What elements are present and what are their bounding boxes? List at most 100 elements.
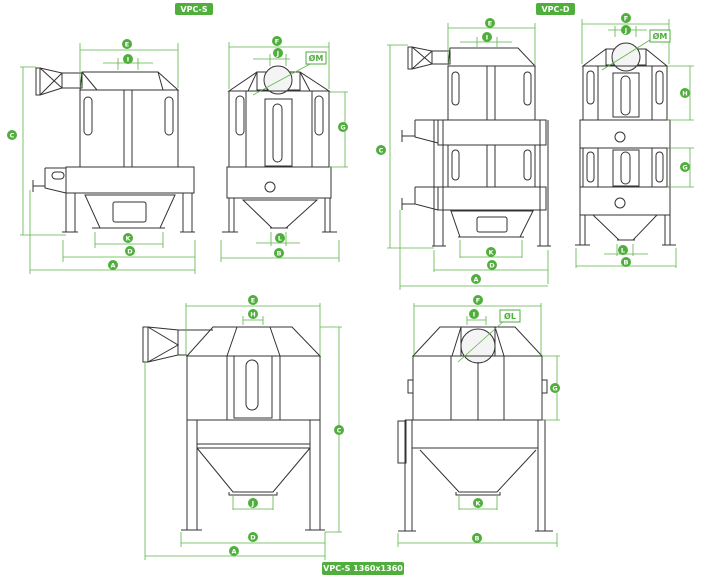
dimension-label-vpc-1360-side-h: H (248, 309, 258, 319)
dimension-label-vpc-d-side-c: C (376, 145, 386, 155)
label-text: G (340, 124, 345, 132)
dimension-label-vpc-d-front-b: B (621, 257, 631, 267)
dimension-label-vpc-d-side-e: E (485, 18, 495, 28)
label-text: F (624, 15, 628, 23)
label-text: D (489, 262, 495, 270)
label-circle (621, 25, 631, 35)
dimension-label-vpc-1360-side-d: D (248, 532, 258, 542)
dimension-label-vpc-s-front-g: G (338, 122, 348, 132)
label-text: H (682, 90, 687, 98)
label-text: K (475, 500, 481, 508)
dimension-label-vpc-s-side-d: D (125, 246, 135, 256)
label-text: H (250, 311, 255, 319)
dimension-label-vpc-1360-front-k: K (473, 498, 483, 508)
label-text: ØM (309, 53, 324, 63)
label-text: K (488, 249, 494, 257)
dimension-label-vpc-d-side-i: I (482, 32, 492, 42)
label-text: J (624, 27, 627, 35)
label-circle (469, 309, 479, 319)
dimension-label-vpc-d-front-f: F (621, 13, 631, 23)
label-circle (680, 88, 690, 98)
label-text: A (231, 548, 236, 556)
vpc-d-front-view (575, 19, 694, 268)
label-text: F (275, 38, 279, 46)
label-text: E (251, 297, 255, 305)
label-text: ØL (504, 311, 516, 321)
title-badge-vpc-s-1360: VPC-S 1360x1360 (322, 562, 404, 575)
label-circle (334, 425, 344, 435)
label-text: C (379, 147, 384, 155)
dimension-label-vpc-1360-front-i: I (469, 309, 479, 319)
label-circle (621, 13, 631, 23)
dimension-label-vpc-d-side-d: D (487, 260, 497, 270)
label-box (305, 51, 327, 65)
vpc-s-side-view (20, 43, 196, 274)
title-vpc-s-1360: VPC-S 1360x1360 (323, 564, 403, 573)
label-text: I (486, 34, 488, 42)
label-text: A (473, 276, 478, 284)
label-text: I (127, 56, 129, 64)
label-circle (272, 36, 282, 46)
label-circle (471, 274, 481, 284)
label-text: A (110, 262, 115, 270)
label-text: B (475, 535, 480, 543)
label-circle (680, 162, 690, 172)
label-text: G (682, 164, 687, 172)
label-text: K (125, 235, 131, 243)
vpc-d-side-view (387, 23, 551, 290)
label-circle (485, 18, 495, 28)
label-box (649, 29, 671, 43)
label-circle (550, 383, 560, 393)
label-circle (472, 533, 482, 543)
label-text: C (337, 427, 342, 435)
dimension-label-vpc-d-front-h: H (680, 88, 690, 98)
dimension-label-vpc-d-side-a: A (471, 274, 481, 284)
dimension-label-vpc-1360-side-j: J (248, 498, 258, 508)
label-circle (482, 32, 492, 42)
label-text: D (250, 534, 256, 542)
label-text: D (127, 248, 133, 256)
diameter-label: ØM (305, 51, 327, 65)
dimension-label-vpc-1360-front-b: B (472, 533, 482, 543)
vpc-s-1360-front-view (397, 303, 560, 547)
label-circle (473, 295, 483, 305)
label-circle (618, 245, 628, 255)
dimension-label-vpc-s-front-f: F (272, 36, 282, 46)
title-badge-vpc-s: VPC-S (175, 3, 213, 15)
label-circle (248, 532, 258, 542)
label-circle (274, 248, 284, 258)
label-text: C (10, 132, 15, 140)
dimension-label-vpc-s-front-b: B (274, 248, 284, 258)
dimension-label-vpc-1360-side-e: E (248, 295, 258, 305)
dimension-label-vpc-1360-side-c: C (334, 425, 344, 435)
dimension-label-vpc-s-side-c: C (7, 130, 17, 140)
label-circle (123, 54, 133, 64)
label-circle (122, 39, 132, 49)
label-text: B (277, 250, 282, 258)
label-circle (248, 309, 258, 319)
diameter-label: ØL (499, 309, 521, 323)
dimension-label-vpc-s-side-i: I (123, 54, 133, 64)
title-vpc-s: VPC-S (180, 5, 207, 14)
dimension-label-vpc-1360-front-f: F (473, 295, 483, 305)
label-circle (376, 145, 386, 155)
label-circle (248, 295, 258, 305)
label-text: G (552, 385, 557, 393)
label-text: L (278, 235, 282, 243)
label-circle (275, 233, 285, 243)
dimension-label-vpc-s-side-e: E (122, 39, 132, 49)
label-circle (125, 246, 135, 256)
label-text: J (251, 500, 254, 508)
label-circle (123, 233, 133, 243)
label-text: ØM (653, 31, 668, 41)
label-circle (273, 48, 283, 58)
label-text: F (476, 297, 480, 305)
dimension-label-vpc-d-side-k: K (486, 247, 496, 257)
label-text: L (621, 247, 625, 255)
label-circle (338, 122, 348, 132)
label-circle (7, 130, 17, 140)
label-text: E (488, 20, 492, 28)
dimension-label-vpc-s-side-k: K (123, 233, 133, 243)
